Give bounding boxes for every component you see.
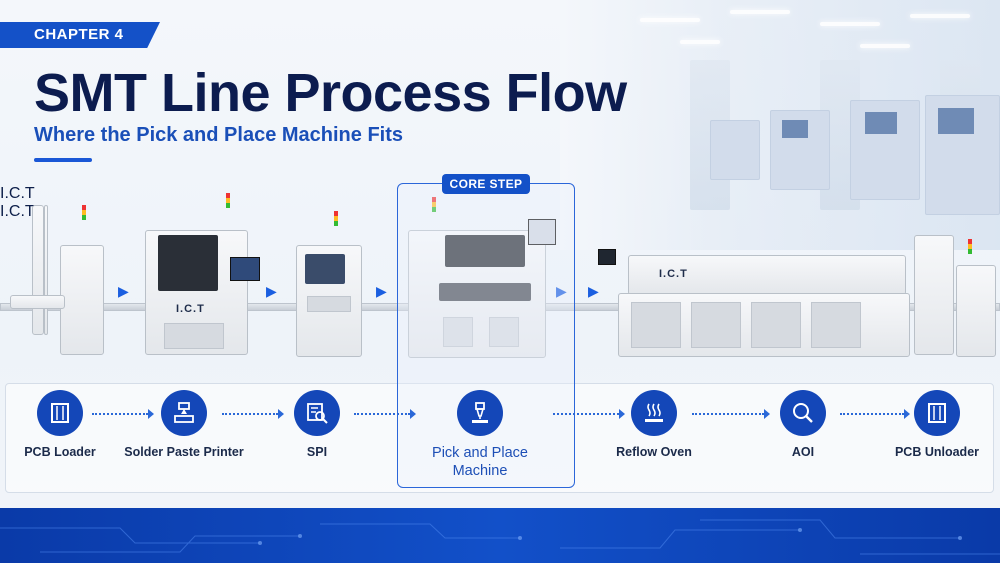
printer-icon <box>161 390 207 436</box>
flow-connector <box>92 409 154 419</box>
page-title: SMT Line Process Flow <box>34 63 627 123</box>
step-solder-paste-printer: Solder Paste Printer <box>124 390 244 460</box>
unloader-icon <box>914 390 960 436</box>
flow-connector <box>840 409 910 419</box>
flow-connector <box>222 409 284 419</box>
flow-connector <box>553 409 625 419</box>
loader-icon <box>37 390 83 436</box>
oven-brand: I.C.T <box>659 268 688 280</box>
step-spi: SPI <box>257 390 377 460</box>
inspection-icon <box>294 390 340 436</box>
magnifier-icon <box>780 390 826 436</box>
step-pcb-loader: PCB Loader <box>0 390 120 460</box>
printer-machine: I.C.T <box>145 230 248 355</box>
pcb-loader-machine <box>32 205 44 335</box>
step-label: AOI <box>791 445 815 459</box>
chapter-tag: CHAPTER 4 <box>0 22 160 48</box>
step-aoi: AOI <box>743 390 863 460</box>
step-pick-and-place: Pick and Place Machine <box>420 390 540 480</box>
flow-arrow-icon: ▶ <box>118 283 129 299</box>
loader-brand: I.C.T <box>0 185 35 202</box>
flow-arrow-icon: ▶ <box>266 283 277 299</box>
flow-connector <box>354 409 416 419</box>
page-subtitle: Where the Pick and Place Machine Fits <box>34 124 404 146</box>
core-step-tag: CORE STEP <box>442 174 530 194</box>
step-label: PCB Loader <box>24 445 96 459</box>
heat-icon <box>631 390 677 436</box>
flow-arrow-icon: ▶ <box>556 283 567 299</box>
step-label: Reflow Oven <box>616 445 692 459</box>
footer-band <box>0 508 1000 563</box>
nozzle-icon <box>457 390 503 436</box>
step-label: SPI <box>306 445 328 459</box>
title-underline <box>34 158 92 162</box>
flow-arrow-icon: ▶ <box>376 283 387 299</box>
spi-machine <box>296 245 362 357</box>
printer-brand: I.C.T <box>176 303 205 315</box>
pcb-unloader-machine <box>914 235 954 355</box>
step-label: Solder Paste Printer <box>124 445 244 459</box>
step-label: PCB Unloader <box>894 445 980 459</box>
reflow-oven-machine: I.C.T <box>628 255 906 295</box>
step-pcb-unloader: PCB Unloader <box>877 390 997 460</box>
core-step-highlight <box>397 183 575 488</box>
flow-connector <box>692 409 770 419</box>
unloader-brand: I.C.T <box>0 203 35 220</box>
pick-and-place-machine <box>408 230 546 358</box>
factory-background <box>560 0 1000 250</box>
flow-arrow-icon: ▶ <box>588 283 599 299</box>
step-reflow-oven: Reflow Oven <box>594 390 714 460</box>
step-label: Pick and Place Machine <box>432 445 528 479</box>
smt-line-illustration: I.C.T ▶ I.C.T ▶ ▶ ▶ ▶ I.C.T I.C.T <box>0 185 1000 375</box>
